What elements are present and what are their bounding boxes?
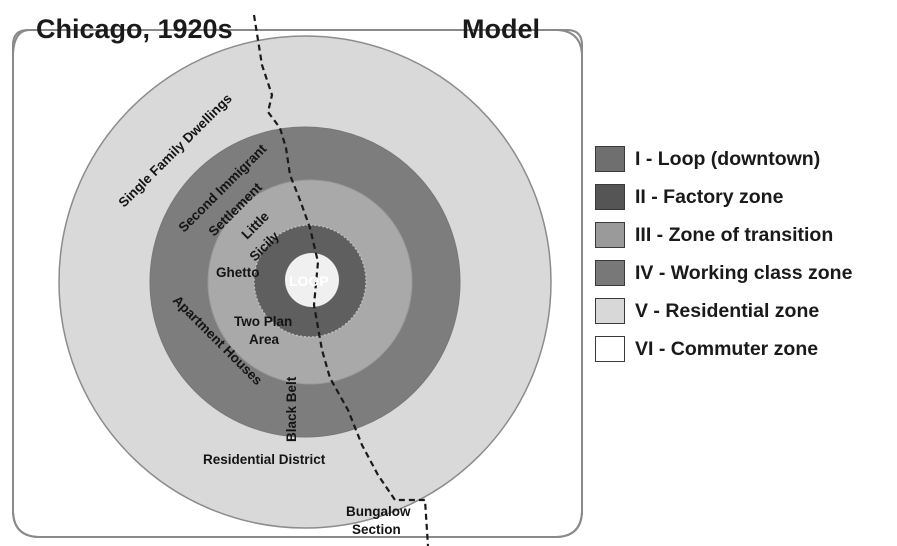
label-bungalow: Bungalow (346, 504, 411, 519)
legend-item-zone-5: V - Residential zone (595, 297, 885, 325)
zone-legend: I - Loop (downtown) II - Factory zone II… (595, 145, 885, 373)
legend-label-zone-5: V - Residential zone (635, 299, 820, 322)
legend-swatch-zone-2 (595, 184, 625, 210)
label-two-plan: Two Plan (234, 314, 292, 329)
lakeshore-dashed-line (252, 14, 430, 546)
label-black-belt: Black Belt (284, 376, 299, 442)
label-ghetto: Ghetto (216, 265, 260, 280)
legend-item-zone-6: VI - Commuter zone (595, 335, 885, 363)
legend-label-zone-1: I - Loop (downtown) (635, 147, 821, 170)
legend-swatch-zone-5 (595, 298, 625, 324)
label-loop: LOOP (289, 273, 329, 289)
legend-swatch-zone-6 (595, 336, 625, 362)
loop-zone-core (285, 253, 339, 307)
label-residential-district: Residential District (203, 452, 326, 467)
legend-item-zone-3: III - Zone of transition (595, 221, 885, 249)
legend-item-zone-2: II - Factory zone (595, 183, 885, 211)
frame-border (12, 29, 583, 538)
legend-swatch-zone-3 (595, 222, 625, 248)
title-right: Model (462, 14, 540, 44)
legend-label-zone-3: III - Zone of transition (635, 223, 834, 246)
legend-swatch-zone-4 (595, 260, 625, 286)
title-left: Chicago, 1920s (36, 14, 233, 44)
legend-swatch-zone-1 (595, 146, 625, 172)
legend-item-zone-4: IV - Working class zone (595, 259, 885, 287)
legend-label-zone-2: II - Factory zone (635, 185, 784, 208)
label-section: Section (352, 522, 401, 537)
legend-item-zone-1: I - Loop (downtown) (595, 145, 885, 173)
legend-label-zone-4: IV - Working class zone (635, 261, 853, 284)
label-area: Area (249, 332, 280, 347)
legend-label-zone-6: VI - Commuter zone (635, 337, 819, 360)
